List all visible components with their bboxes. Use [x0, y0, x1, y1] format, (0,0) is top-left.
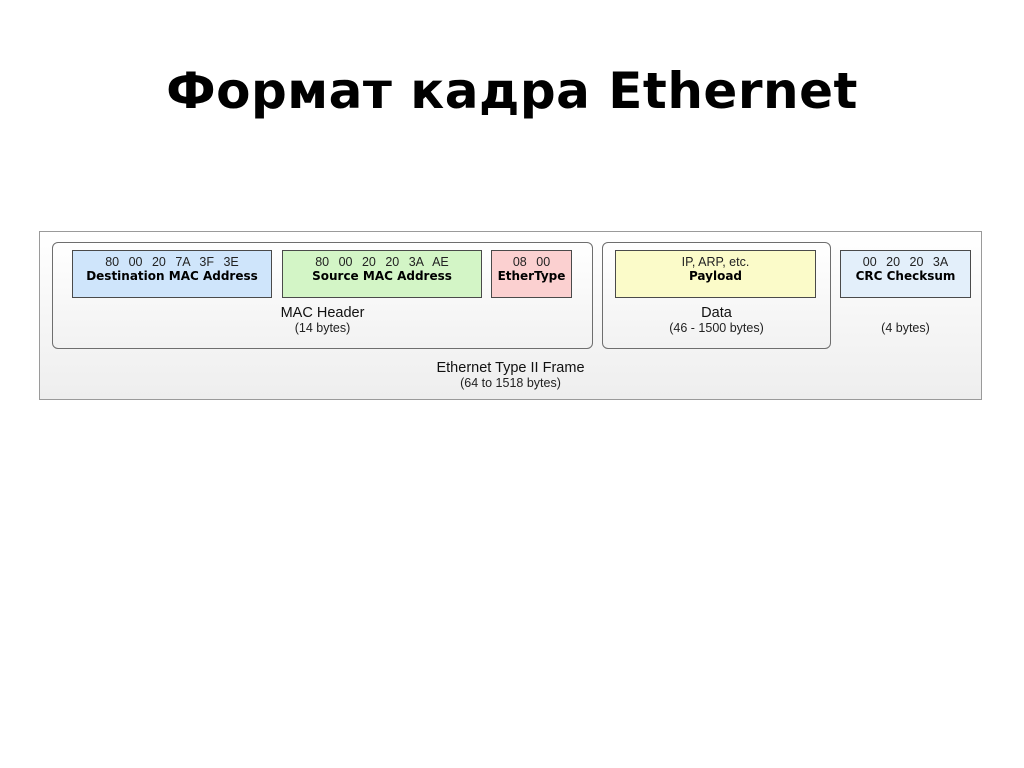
destination-mac-field: 80 00 20 7A 3F 3E Destination MAC Addres…	[72, 250, 272, 298]
payload-field: IP, ARP, etc. Payload	[615, 250, 816, 298]
ethertype-field: 08 00 EtherType	[491, 250, 572, 298]
ethernet-frame-diagram: 80 00 20 7A 3F 3E Destination MAC Addres…	[39, 231, 982, 400]
crc-size: (4 bytes)	[881, 321, 930, 335]
source-mac-hex: 80 00 20 20 3A AE	[315, 255, 449, 269]
ethertype-hex: 08 00	[512, 255, 551, 269]
data-size: (46 - 1500 bytes)	[669, 321, 764, 335]
crc-caption: (4 bytes)	[840, 321, 971, 336]
ethertype-label: EtherType	[497, 269, 566, 283]
mac-header-size: (14 bytes)	[294, 321, 351, 335]
payload-label: Payload	[688, 269, 743, 283]
payload-hex: IP, ARP, etc.	[681, 255, 750, 269]
mac-header-title: MAC Header	[280, 305, 365, 321]
destination-mac-label: Destination MAC Address	[86, 269, 258, 283]
frame-title: Ethernet Type II Frame	[436, 360, 585, 376]
slide-title: Формат кадра Ethernet	[166, 62, 858, 120]
crc-checksum-hex: 00 20 20 3A	[862, 255, 949, 269]
frame-size: (64 to 1518 bytes)	[460, 376, 561, 390]
data-title: Data	[701, 305, 732, 321]
mac-header-caption: MAC Header (14 bytes)	[52, 305, 593, 336]
crc-checksum-label: CRC Checksum	[855, 269, 956, 283]
data-caption: Data (46 - 1500 bytes)	[602, 305, 831, 336]
source-mac-field: 80 00 20 20 3A AE Source MAC Address	[282, 250, 482, 298]
frame-caption: Ethernet Type II Frame (64 to 1518 bytes…	[40, 360, 981, 391]
source-mac-label: Source MAC Address	[312, 269, 452, 283]
destination-mac-hex: 80 00 20 7A 3F 3E	[105, 255, 239, 269]
crc-checksum-field: 00 20 20 3A CRC Checksum	[840, 250, 971, 298]
